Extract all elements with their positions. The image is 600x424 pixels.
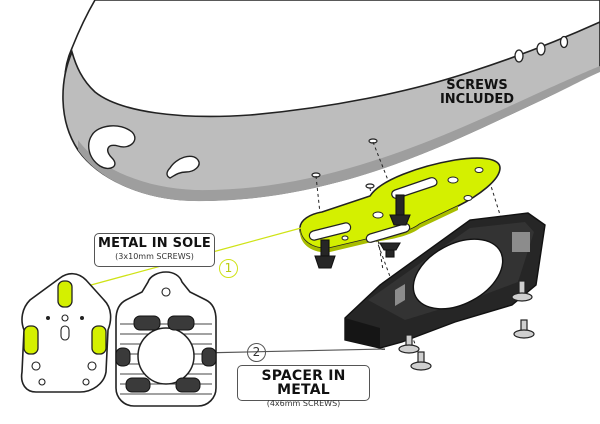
spacer-center-hole xyxy=(412,238,504,310)
vent-hole xyxy=(514,49,524,63)
sole-screw-hole xyxy=(365,183,375,189)
spacer-screws xyxy=(398,280,535,371)
plate-screw-icon xyxy=(389,194,411,226)
callout-title: SPACER IN METAL xyxy=(261,368,346,398)
leader-line-2 xyxy=(199,348,386,354)
heel-lug-2 xyxy=(166,155,200,179)
cleat xyxy=(20,272,112,393)
callout-spacer-in-metal: SPACER IN METAL (4x6mm SCREWS) xyxy=(237,365,370,408)
heel-lug xyxy=(88,125,136,170)
adapter-plate xyxy=(115,271,217,407)
cleat-pad xyxy=(23,325,39,355)
screws-included-label: SCREWS INCLUDED xyxy=(432,79,522,107)
screws-label-line2: INCLUDED xyxy=(439,92,515,107)
spacer-screw-icon xyxy=(513,319,535,339)
shoe-sole xyxy=(62,0,600,202)
cleat-pad xyxy=(91,325,107,355)
spacer-screw-icon xyxy=(398,334,420,354)
spacer-screw-icon xyxy=(511,280,533,302)
callout-subtitle: (3x10mm SCREWS) xyxy=(115,252,194,261)
plate-slot xyxy=(391,177,438,199)
callout-title: METAL IN SOLE xyxy=(98,236,211,251)
plate-slot xyxy=(308,222,352,241)
callout-number-2: 2 xyxy=(247,343,266,362)
callout-metal-in-sole: METAL IN SOLE (3x10mm SCREWS) xyxy=(94,233,215,267)
spacer-screw-icon xyxy=(410,351,432,371)
plate-slot xyxy=(365,223,411,243)
callout-subtitle: (4x6mm SCREWS) xyxy=(266,399,341,408)
plate-screws xyxy=(314,194,411,269)
vent-hole xyxy=(536,42,546,56)
plate-screw-icon xyxy=(379,242,401,258)
plate-screw-icon xyxy=(314,239,336,269)
screws-label-line1: SCREWS xyxy=(446,78,508,93)
callout-number-1: 1 xyxy=(219,259,238,278)
cleat-pad xyxy=(57,280,73,308)
black-spacer xyxy=(344,212,546,349)
vent-hole xyxy=(559,35,569,49)
